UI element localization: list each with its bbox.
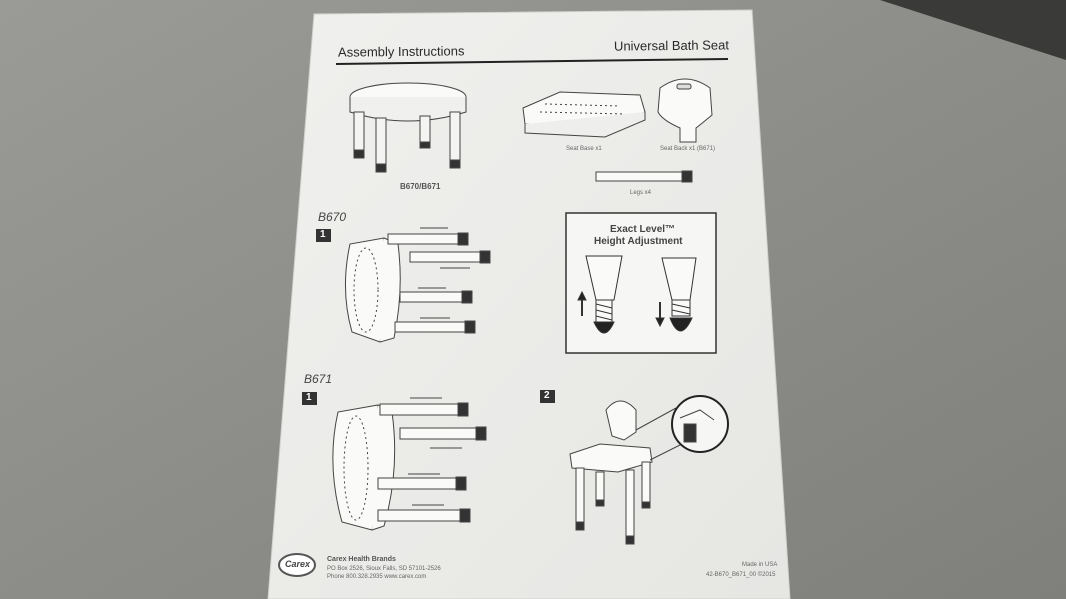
seat-base-illustration: [522, 91, 646, 138]
step-1-badge-b671: [302, 392, 317, 405]
legs-label: Legs x4: [630, 190, 652, 196]
company-name: Carex Health Brands: [327, 556, 396, 563]
company-phone-web: Phone 800.328.2935 www.carex.com: [327, 574, 427, 580]
seat-base-label: Seat Base x1: [566, 146, 602, 152]
product-title: Universal Bath Seat: [613, 37, 729, 54]
page-title: Assembly Instructions: [337, 43, 465, 60]
leg-illustration: [595, 170, 693, 183]
step-1-badge-b670: [316, 229, 331, 242]
paper-sheet: [267, 9, 791, 599]
document-code: 42-B670_B671_00 ©2015: [706, 572, 776, 578]
carex-logo-text: Carex: [285, 559, 311, 569]
height-adjustment-illustration: [577, 255, 697, 334]
b671-label: B671: [304, 372, 333, 386]
step-1-number-b671: 1: [306, 392, 312, 403]
company-address: PO Box 2526, Sioux Falls, SD 57101-2526: [327, 566, 441, 572]
seat-back-illustration: [657, 78, 713, 143]
dark-corner: [880, 0, 1066, 60]
model-label: B670/B671: [400, 182, 441, 191]
made-in-label: Made in USA: [742, 562, 778, 568]
step-1-number-b670: 1: [320, 229, 326, 240]
step-2-number: 2: [544, 390, 550, 401]
b670-label: B670: [318, 210, 347, 224]
height-box-title-line1: Exact Level™: [610, 224, 676, 235]
stool-illustration: [349, 82, 467, 173]
seat-back-label: Seat Back x1 (B671): [660, 146, 716, 152]
step-2-badge: [540, 390, 555, 403]
b671-assembly-illustration: [332, 397, 487, 531]
height-box-title-line2: Height Adjustment: [594, 236, 683, 247]
b670-assembly-illustration: [345, 227, 491, 343]
header-rule: [335, 58, 729, 65]
carex-logo: [278, 553, 316, 577]
chair-with-back-illustration: [569, 395, 729, 545]
